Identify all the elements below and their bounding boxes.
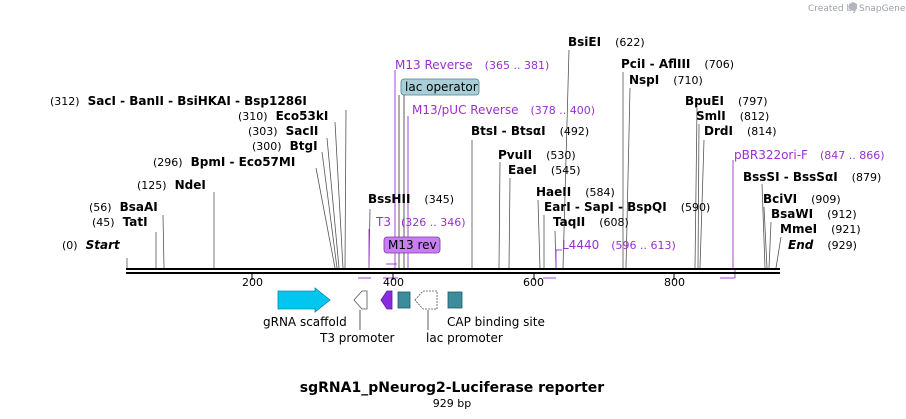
site-bsshii[interactable]: BssHII(345) — [368, 192, 454, 206]
sequence-backbone — [126, 268, 780, 280]
svg-text:lac operator: lac operator — [405, 80, 478, 94]
svg-text:M13 rev: M13 rev — [388, 238, 437, 252]
site-eaei[interactable]: EaeI(545) — [508, 163, 581, 177]
cap-binding-site-label: CAP binding site — [447, 315, 545, 329]
t3-promoter-label: T3 promoter — [319, 331, 395, 345]
site-ndei[interactable]: (125)NdeI — [137, 178, 206, 192]
svg-text:BssHII(345): BssHII(345) — [368, 192, 454, 206]
site-bpuei[interactable]: BpuEI(797) — [685, 94, 768, 108]
svg-text:(0)Start: (0)Start — [62, 238, 121, 252]
grna-scaffold-label: gRNA scaffold — [263, 315, 347, 329]
site-nspi[interactable]: NspI(710) — [629, 73, 703, 87]
svg-text:TaqII(608): TaqII(608) — [553, 215, 629, 229]
primer-leader-lines — [358, 70, 736, 279]
svg-text:(300)BtgI: (300)BtgI — [252, 139, 318, 153]
svg-text:(56)BsaAI: (56)BsaAI — [89, 200, 158, 214]
brand-text: SnapGene — [859, 4, 906, 14]
primer-l4440[interactable]: L4440(596 .. 613) — [562, 238, 676, 252]
ruler-tick-800: 800 — [664, 276, 685, 289]
svg-text:MmeI(921): MmeI(921) — [780, 222, 861, 236]
site-drdi[interactable]: DrdI(814) — [704, 124, 777, 138]
site-saci[interactable]: (312)SacI - BanII - BsiHKAI - Bsp1286I — [50, 94, 307, 108]
map-length: 929 bp — [433, 397, 471, 410]
svg-text:T3(326 .. 346): T3(326 .. 346) — [375, 215, 466, 229]
svg-text:L4440(596 .. 613): L4440(596 .. 613) — [562, 238, 676, 252]
primer-t3[interactable]: T3(326 .. 346) — [375, 215, 466, 229]
site-mmei[interactable]: MmeI(921) — [780, 222, 861, 236]
primer-m13-reverse[interactable]: M13 Reverse(365 .. 381) — [395, 58, 549, 72]
site-bsaai[interactable]: (56)BsaAI — [89, 200, 158, 214]
svg-text:M13 Reverse(365 .. 381): M13 Reverse(365 .. 381) — [395, 58, 549, 72]
site-bsiei[interactable]: BsiEI(622) — [568, 35, 645, 49]
lac-operator-label[interactable]: lac operator — [400, 78, 480, 96]
svg-text:(312)SacI - BanII - BsiHKAI -: (312)SacI - BanII - BsiHKAI - Bsp1286I — [50, 94, 307, 108]
svg-text:(125)NdeI: (125)NdeI — [137, 178, 206, 192]
svg-text:BsaWI(912): BsaWI(912) — [771, 207, 857, 221]
svg-text:HaeII(584): HaeII(584) — [536, 185, 615, 199]
site-pvuii[interactable]: PvuII(530) — [498, 148, 576, 162]
m13-rev-arrow-feature[interactable] — [380, 290, 393, 310]
svg-text:SmlI(812): SmlI(812) — [696, 109, 769, 123]
ruler-tick-600: 600 — [523, 276, 544, 289]
site-eari[interactable]: EarI - SapI - BspQI(590) — [544, 200, 710, 214]
site-end[interactable]: End(929) — [788, 238, 857, 252]
site-btgi[interactable]: (300)BtgI — [252, 139, 318, 153]
cap-binding-site-feature[interactable] — [447, 291, 463, 309]
site-bpmi[interactable]: (296)BpmI - Eco57MI — [153, 155, 295, 169]
site-bsawi[interactable]: BsaWI(912) — [771, 207, 857, 221]
site-btsi[interactable]: BtsI - BtsαI(492) — [471, 124, 589, 138]
svg-text:BciVI(909): BciVI(909) — [763, 192, 841, 206]
credit-text: Created by — [808, 4, 858, 14]
lac-promoter-feature[interactable] — [414, 290, 438, 310]
t3-promoter-feature[interactable] — [353, 290, 368, 310]
snapgene-logo-icon — [849, 2, 857, 11]
site-tati[interactable]: (45)TatI — [92, 215, 148, 229]
feature-leader-lines — [359, 310, 429, 330]
site-start[interactable]: (0)Start — [62, 238, 121, 252]
site-haeii[interactable]: HaeII(584) — [536, 185, 615, 199]
svg-text:pBR322ori-F(847 .. 866): pBR322ori-F(847 .. 866) — [734, 148, 885, 162]
site-eco53ki[interactable]: (310)Eco53kI — [238, 109, 328, 123]
m13-rev-label[interactable]: M13 rev — [383, 236, 441, 254]
svg-text:BtsI - BtsαI(492): BtsI - BtsαI(492) — [471, 124, 589, 138]
lac-operator-feature[interactable] — [397, 291, 411, 309]
svg-text:End(929): End(929) — [788, 238, 857, 252]
site-pcii[interactable]: PciI - AflIII(706) — [621, 57, 734, 71]
svg-text:M13/pUC Reverse(378 .. 400): M13/pUC Reverse(378 .. 400) — [412, 103, 595, 117]
map-title: sgRNA1_pNeurog2-Luciferase reporter — [300, 380, 604, 396]
site-smli[interactable]: SmlI(812) — [696, 109, 769, 123]
svg-text:BsiEI(622): BsiEI(622) — [568, 35, 645, 49]
site-taqii[interactable]: TaqII(608) — [553, 215, 629, 229]
svg-text:(296)BpmI - Eco57MI: (296)BpmI - Eco57MI — [153, 155, 295, 169]
svg-text:BssSI - BssSαI(879): BssSI - BssSαI(879) — [743, 170, 881, 184]
ruler-tick-400: 400 — [383, 276, 404, 289]
svg-text:DrdI(814): DrdI(814) — [704, 124, 777, 138]
svg-text:BpuEI(797): BpuEI(797) — [685, 94, 768, 108]
site-bsssi[interactable]: BssSI - BssSαI(879) — [743, 170, 881, 184]
lac-promoter-label: lac promoter — [426, 331, 503, 345]
site-bcivi[interactable]: BciVI(909) — [763, 192, 841, 206]
svg-text:PciI - AflIII(706): PciI - AflIII(706) — [621, 57, 734, 71]
svg-text:(45)TatI: (45)TatI — [92, 215, 148, 229]
svg-text:(303)SacII: (303)SacII — [248, 124, 318, 138]
primer-m13-puc-reverse[interactable]: M13/pUC Reverse(378 .. 400) — [412, 103, 595, 117]
ruler-tick-200: 200 — [242, 276, 263, 289]
grna-scaffold-feature[interactable] — [277, 287, 331, 313]
svg-text:EarI - SapI - BspQI(590): EarI - SapI - BspQI(590) — [544, 200, 710, 214]
primer-pbr322ori-f[interactable]: pBR322ori-F(847 .. 866) — [734, 148, 885, 162]
svg-text:EaeI(545): EaeI(545) — [508, 163, 581, 177]
svg-text:PvuII(530): PvuII(530) — [498, 148, 576, 162]
svg-text:NspI(710): NspI(710) — [629, 73, 703, 87]
site-sacii[interactable]: (303)SacII — [248, 124, 318, 138]
svg-text:(310)Eco53kI: (310)Eco53kI — [238, 109, 328, 123]
